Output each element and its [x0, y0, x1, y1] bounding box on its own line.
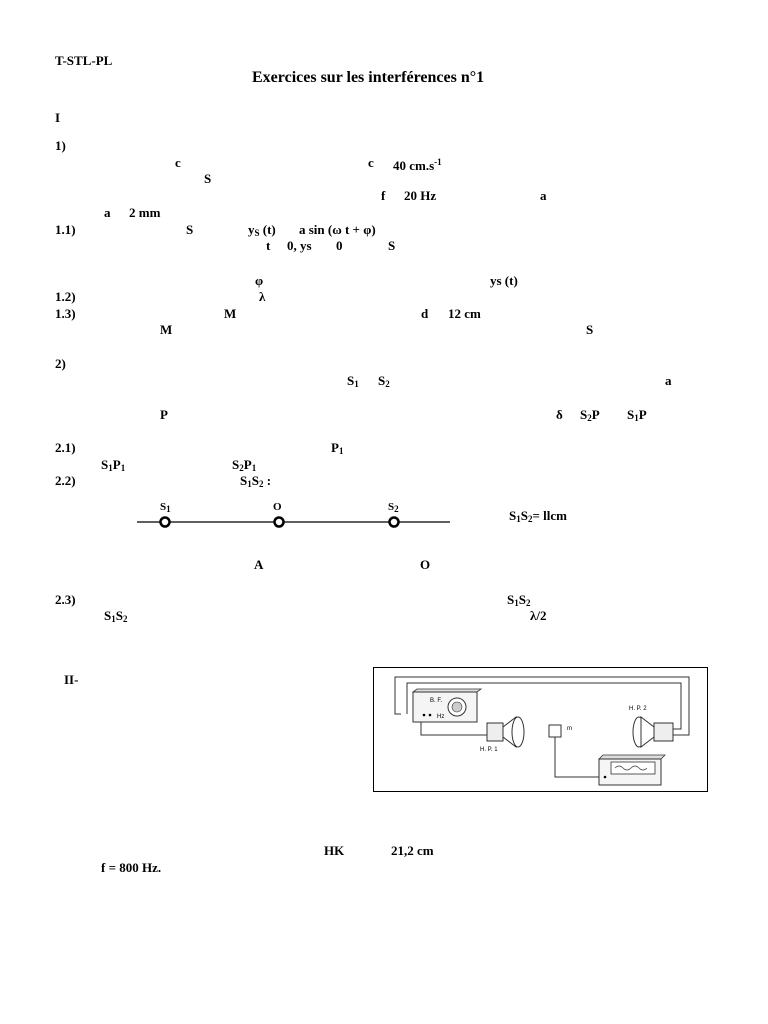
text-fragment: P: [160, 407, 168, 422]
text-fragment: HK: [324, 843, 345, 858]
question-number: 2.1): [55, 440, 76, 455]
sources-diagram: [137, 516, 450, 528]
text-fragment: t: [266, 238, 271, 253]
label-mic: m: [567, 726, 572, 732]
question-number: 1.3): [55, 306, 76, 321]
diagram-label-s2: S2: [388, 501, 399, 514]
frequency-value: 20 Hz: [404, 188, 437, 203]
text-fragment: ys (t): [490, 273, 518, 288]
page-title: Exercices sur les interférences n°1: [252, 69, 485, 86]
text-fragment: a: [540, 188, 547, 203]
text-fragment: a: [665, 373, 672, 388]
text-fragment: S: [586, 322, 594, 337]
question-number: 1.2): [55, 289, 76, 304]
text-fragment: S1P1: [101, 457, 126, 473]
text-fragment: P1: [331, 440, 344, 456]
text-fragment: a: [104, 205, 111, 220]
question-number: 2): [55, 356, 66, 371]
half-wavelength: λ/2: [530, 608, 547, 623]
point-a: A: [254, 557, 264, 572]
text-fragment: S1S2: [507, 592, 531, 608]
text-fragment: S2P: [580, 407, 600, 423]
text-fragment: c: [368, 155, 374, 170]
source-s2: S2: [378, 373, 390, 389]
text-fragment: S1S2: [104, 608, 128, 624]
text-fragment: S: [204, 171, 212, 186]
text-fragment: δ: [556, 407, 563, 422]
text-fragment: λ: [259, 289, 266, 304]
text-fragment: S1S2 :: [240, 473, 272, 489]
section-label: II-: [64, 672, 79, 687]
text-fragment: f: [381, 188, 386, 203]
text-fragment: c: [175, 155, 181, 170]
distance-s1s2: S1S2= llcm: [509, 508, 567, 524]
label-hp1: H. P. 1: [480, 747, 498, 753]
label-hp2: H. P. 2: [629, 706, 647, 712]
wave-speed: 40 cm.s-1: [393, 157, 442, 173]
course-code: T-STL-PL: [55, 53, 113, 68]
text-fragment: d: [421, 306, 429, 321]
label-bf: B. F.: [430, 698, 443, 704]
amplitude-value: 2 mm: [129, 205, 161, 220]
equation: a sin (ω t + φ): [299, 222, 376, 237]
text-fragment: S: [186, 222, 194, 237]
question-number: 1.1): [55, 222, 76, 237]
equation-ys: yS (t): [248, 222, 276, 238]
experiment-figure: [373, 667, 708, 792]
text-fragment: 0: [336, 238, 343, 253]
question-number: 2.2): [55, 473, 76, 488]
frequency-value: f = 800 Hz.: [101, 860, 162, 875]
hk-distance: 21,2 cm: [391, 843, 434, 858]
question-number: 2.3): [55, 592, 76, 607]
question-number: 1): [55, 138, 66, 153]
text-fragment: S1P: [627, 407, 647, 423]
source-s1: S1: [347, 373, 359, 389]
text-fragment: M: [224, 306, 237, 321]
text-fragment: S: [388, 238, 396, 253]
distance-value: 12 cm: [448, 306, 481, 321]
text-fragment: M: [160, 322, 173, 337]
section-label: I: [55, 110, 61, 125]
label-hz: Hz: [437, 714, 445, 720]
text-fragment: 0, ys: [287, 238, 312, 253]
text-fragment: S2P1: [232, 457, 257, 473]
point-o: O: [420, 557, 431, 572]
diagram-label-o: O: [273, 501, 282, 513]
text-fragment: φ: [255, 273, 264, 288]
diagram-label-s1: S1: [160, 501, 171, 514]
